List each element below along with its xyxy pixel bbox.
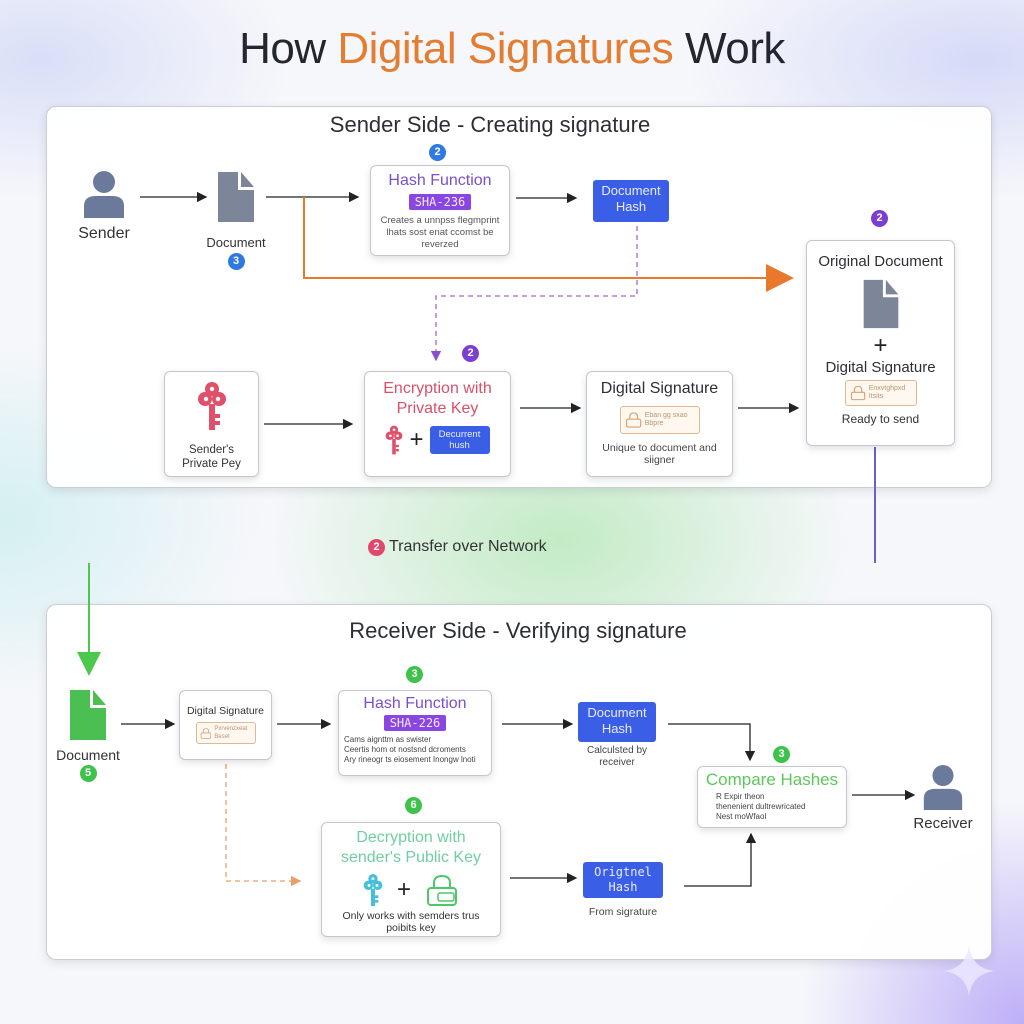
original-hash-caption: From sigrature: [588, 906, 658, 918]
document-hash-chip: Decurrent hush: [429, 426, 490, 454]
compare-description-line: R Expir theon: [716, 792, 765, 801]
transfer-text: Transfer over Network: [389, 538, 547, 555]
sender-arrows: [140, 191, 800, 430]
hash-description-line: Ary rineogr ts eiosement Inongw lnoti: [344, 755, 476, 764]
sender-private-key-card[interactable]: Sender's Private Pey: [164, 371, 259, 477]
arrow-originalhash-to-compare: [684, 832, 757, 887]
sender-document-label: Document: [206, 235, 266, 250]
bundle-title: Original Document: [818, 253, 943, 270]
receiver-label: Receiver: [913, 815, 973, 832]
sender-digital-signature-card[interactable]: Digital Signature Eban gg sxao Bbpre Uni…: [586, 371, 733, 477]
compare-hashes-card[interactable]: Compare Hashes R Expir theon thenenient …: [697, 766, 847, 828]
received-document-label: Document: [56, 747, 120, 763]
arrow-dochash-to-compare: [668, 723, 756, 762]
compare-step-badge: 3: [773, 746, 790, 763]
receiver-section-title: Receiver Side - Verifying signature: [349, 618, 687, 643]
hash-algorithm-chip: SHA-236: [408, 194, 472, 210]
received-signature-title: Digital Signature: [186, 705, 265, 717]
bundle-signature-label: Digital Signature: [825, 359, 936, 376]
sender-hash-function-card[interactable]: Hash Function SHA-236 Creates a unnpss f…: [370, 165, 510, 256]
sender-document: Document 3: [196, 170, 276, 270]
encryption-title: Encryption with Private Key: [383, 380, 492, 417]
received-signature-card[interactable]: Digital Signature Pxrvenzxeat Beset: [179, 690, 272, 760]
key-icon: [197, 382, 226, 430]
transfer-step-badge: 2: [368, 538, 385, 556]
lock-text: Eban gg sxao Bbpre: [644, 412, 688, 427]
decryption-description: Only works with semders trus poibits key: [342, 910, 480, 934]
lock-icon: [427, 874, 457, 906]
compare-description-line: Nest moWfaol: [716, 812, 767, 821]
lock-icon: [625, 412, 641, 428]
lock-icon: [850, 385, 865, 401]
received-document: Document 5: [48, 688, 128, 782]
bundle-step-badge: 2: [871, 210, 888, 227]
lock-text: Enxvtghpxd Itsits: [868, 385, 906, 400]
hash-function-title: Hash Function: [388, 172, 492, 189]
title-accent: Digital Signatures: [337, 24, 674, 73]
sender-section-title: Sender Side - Creating signature: [329, 112, 651, 137]
receiver-actor: Receiver: [904, 762, 982, 832]
key-icon: [386, 425, 403, 455]
step-badge: 5: [79, 765, 97, 782]
receiver-document-hash: Document Hash: [578, 702, 656, 742]
lock-text: Pxrvenzxeat Beset: [214, 726, 248, 740]
encryption-card[interactable]: Encryption with Private Key + Decurrent …: [364, 371, 511, 477]
hash-function-title: Hash Function: [363, 695, 467, 712]
encrypted-signature-badge: Eban gg sxao Bbpre: [619, 406, 700, 434]
lock-icon: [200, 727, 211, 739]
receiver-hash-function-card[interactable]: Hash Function SHA-226 Cams aignttm as sw…: [338, 690, 492, 776]
step-badge: 3: [227, 253, 245, 270]
document-icon: [863, 279, 898, 329]
sender-label: Sender: [78, 225, 130, 242]
encrypted-signature-badge: Pxrvenzxeat Beset: [195, 722, 256, 744]
plus-sign: +: [409, 426, 424, 453]
original-hash: Origtnel Hash: [583, 862, 663, 898]
document-icon: [218, 172, 254, 222]
hash-description: Creates a unnpss flegmprint lhats sost e…: [380, 215, 500, 250]
compare-title: Compare Hashes: [705, 770, 839, 789]
encryption-step-badge: 2: [462, 345, 479, 362]
encrypted-signature-badge: Enxvtghpxd Itsits: [844, 380, 917, 406]
decryption-title: Decryption with sender's Public Key: [340, 829, 481, 866]
title-prefix: How: [239, 24, 326, 73]
digital-signature-title: Digital Signature: [600, 380, 719, 397]
sender-document-hash: Document Hash: [593, 180, 669, 222]
hash-description-line: Ceertis hom ot nostsnd dcroments: [344, 745, 466, 754]
document-hash-caption: Calculsted by receiver: [586, 745, 648, 768]
bundle-status: Ready to send: [841, 412, 920, 426]
compare-description-line: thenenient dultrewricated: [716, 802, 806, 811]
transfer-label: 2 Transfer over Network: [368, 538, 547, 556]
sender-actor: Sender: [68, 168, 140, 243]
sparkle-icon: [944, 946, 994, 996]
title-suffix: Work: [685, 24, 785, 73]
receiver-hash-step-badge: 3: [406, 666, 423, 683]
decryption-step-badge: 6: [405, 797, 422, 814]
user-icon: [923, 764, 963, 810]
signed-bundle-card[interactable]: Original Document + Digital Signature En…: [806, 240, 955, 446]
plus-sign: +: [396, 876, 411, 903]
hash-algorithm-chip: SHA-226: [383, 715, 447, 731]
decryption-card[interactable]: Decryption with sender's Public Key + On…: [321, 822, 501, 937]
document-icon: [70, 690, 106, 740]
private-key-label: Sender's Private Pey: [182, 444, 241, 470]
page-title: How Digital Signatures Work: [0, 24, 1024, 74]
public-key-icon: [363, 874, 383, 906]
plus-sign: +: [873, 332, 888, 359]
receiver-arrows: [121, 718, 916, 887]
network-path: [77, 447, 876, 676]
user-icon: [84, 171, 124, 218]
digital-signature-description: Unique to document and siigner: [602, 442, 717, 466]
hash-description-line: Cams aignttm as swister: [344, 735, 432, 744]
dashed-signature-to-decryption: [225, 764, 302, 887]
orange-document-bypass: [303, 197, 794, 292]
hash-step-badge: 2: [429, 144, 446, 161]
